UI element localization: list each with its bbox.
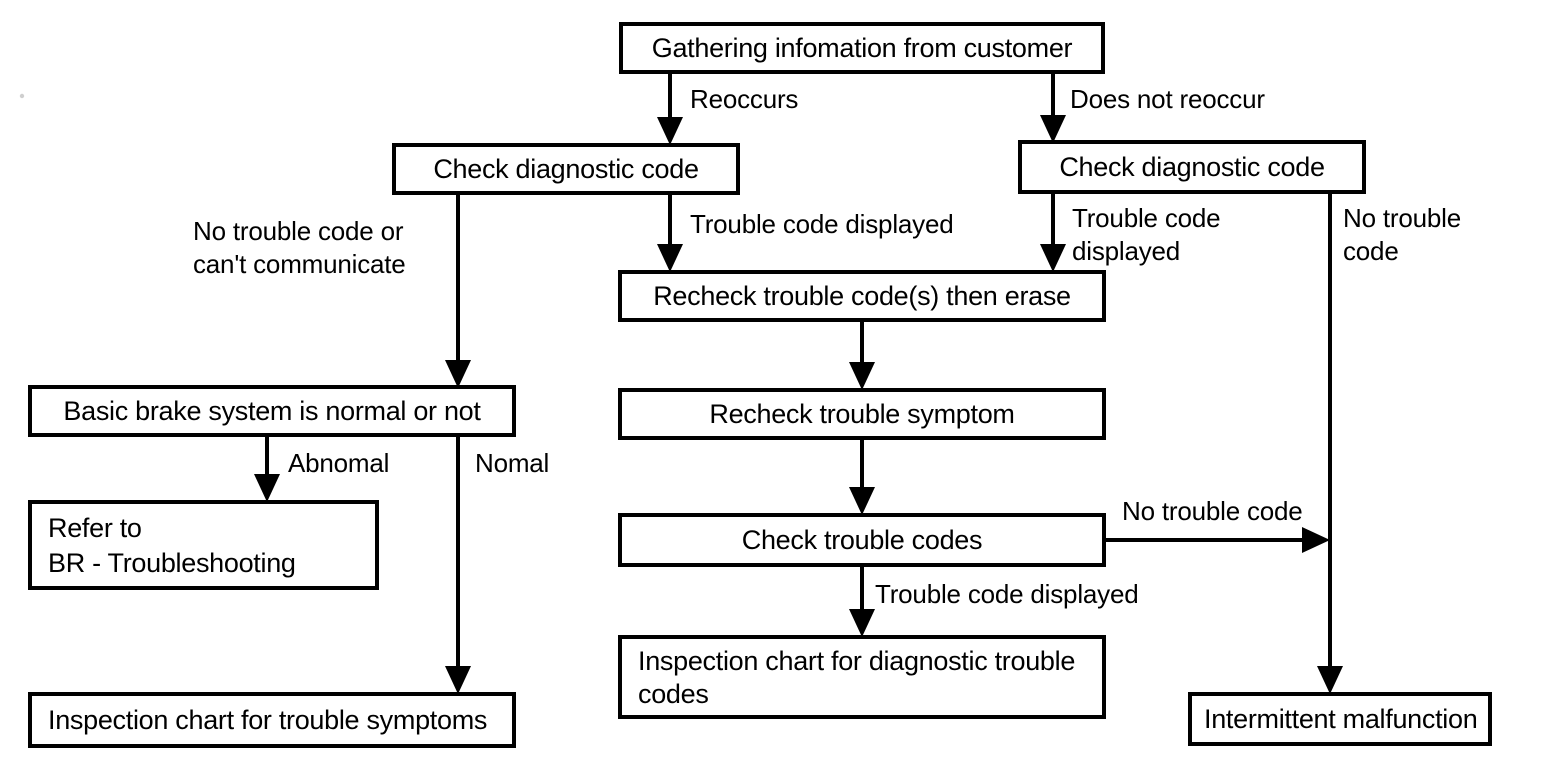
edge-label-no-trouble-code-right-line1: No trouble	[1343, 203, 1461, 233]
scan-speck	[19, 93, 25, 99]
node-check-trouble-codes-label: Check trouble codes	[742, 525, 982, 555]
node-check-diagnostic-code-left-label: Check diagnostic code	[433, 154, 698, 184]
edge-label-trouble-code-displayed-bottom: Trouble code displayed	[875, 579, 1138, 609]
node-recheck-trouble-codes-then-erase[interactable]: Recheck trouble code(s) then erase	[618, 270, 1106, 322]
node-refer-to-br-troubleshooting-line1: Refer to	[48, 513, 142, 543]
nodes-layer: Gathering infomation from customer Check…	[28, 22, 1492, 748]
node-check-diagnostic-code-right-label: Check diagnostic code	[1059, 152, 1324, 182]
node-intermittent-malfunction-label: Intermittent malfunction	[1204, 704, 1477, 734]
edge-labels-layer: Reoccurs Does not reoccur No trouble cod…	[193, 84, 1461, 609]
node-inspection-chart-diagnostic-line2: codes	[638, 679, 709, 709]
edge-basic-brake-to-refer-br	[254, 435, 280, 502]
node-check-diagnostic-code-left[interactable]: Check diagnostic code	[392, 143, 740, 195]
node-recheck-trouble-symptom-label: Recheck trouble symptom	[709, 399, 1014, 429]
node-gathering-label: Gathering infomation from customer	[652, 33, 1073, 63]
edge-label-nomal: Nomal	[475, 448, 549, 478]
node-refer-to-br-troubleshooting-line2: BR - Troubleshooting	[48, 548, 296, 578]
edge-label-no-trouble-code-or-cant-communicate-line1: No trouble code or	[193, 216, 404, 246]
node-basic-brake-system[interactable]: Basic brake system is normal or not	[28, 385, 516, 437]
node-gathering[interactable]: Gathering infomation from customer	[619, 22, 1105, 74]
edge-label-no-trouble-code-right-line2: code	[1343, 236, 1399, 266]
node-intermittent-malfunction[interactable]: Intermittent malfunction	[1188, 692, 1492, 746]
edge-check-right-to-recheck-erase	[1040, 192, 1066, 272]
node-inspection-chart-diagnostic-line1: Inspection chart for diagnostic trouble	[638, 646, 1075, 676]
edge-check-codes-to-inspection-diagnostic	[849, 565, 875, 637]
node-inspection-chart-diagnostic-trouble-codes[interactable]: Inspection chart for diagnostic trouble …	[618, 635, 1106, 719]
edge-check-left-to-basic-brake	[445, 193, 471, 388]
node-refer-to-br-troubleshooting[interactable]: Refer to BR - Troubleshooting	[28, 500, 379, 590]
edges-layer	[254, 72, 1343, 694]
node-recheck-trouble-symptom[interactable]: Recheck trouble symptom	[618, 388, 1106, 440]
edge-label-no-trouble-code-center: No trouble code	[1122, 496, 1303, 526]
edge-check-codes-to-intermittent	[1104, 527, 1330, 553]
edge-recheck-symptom-to-check-codes	[849, 438, 875, 515]
edge-check-right-to-intermittent	[1317, 192, 1343, 694]
edge-label-reoccurs: Reoccurs	[690, 84, 798, 114]
node-basic-brake-system-label: Basic brake system is normal or not	[63, 396, 481, 426]
edge-label-trouble-code-displayed-left: Trouble code displayed	[690, 209, 953, 239]
node-inspection-chart-trouble-symptoms[interactable]: Inspection chart for trouble symptoms	[28, 692, 516, 748]
edge-gathering-to-check-right	[1040, 72, 1066, 143]
node-inspection-chart-trouble-symptoms-label: Inspection chart for trouble symptoms	[48, 705, 487, 735]
edge-check-left-to-recheck-erase	[657, 193, 683, 272]
node-check-trouble-codes[interactable]: Check trouble codes	[618, 513, 1106, 567]
node-check-diagnostic-code-right[interactable]: Check diagnostic code	[1018, 140, 1366, 194]
edge-gathering-to-check-left	[657, 72, 683, 145]
node-recheck-trouble-codes-then-erase-label: Recheck trouble code(s) then erase	[653, 281, 1071, 311]
edge-basic-brake-to-inspection-symptoms	[445, 435, 471, 694]
edge-label-abnomal: Abnomal	[288, 448, 389, 478]
edge-label-does-not-reoccur: Does not reoccur	[1070, 84, 1265, 114]
edge-recheck-erase-to-recheck-symptom	[849, 320, 875, 390]
edge-label-no-trouble-code-or-cant-communicate-line2: can't communicate	[193, 249, 406, 279]
edge-label-trouble-code-displayed-right-line2: displayed	[1072, 236, 1180, 266]
edge-label-trouble-code-displayed-right-line1: Trouble code	[1072, 203, 1220, 233]
